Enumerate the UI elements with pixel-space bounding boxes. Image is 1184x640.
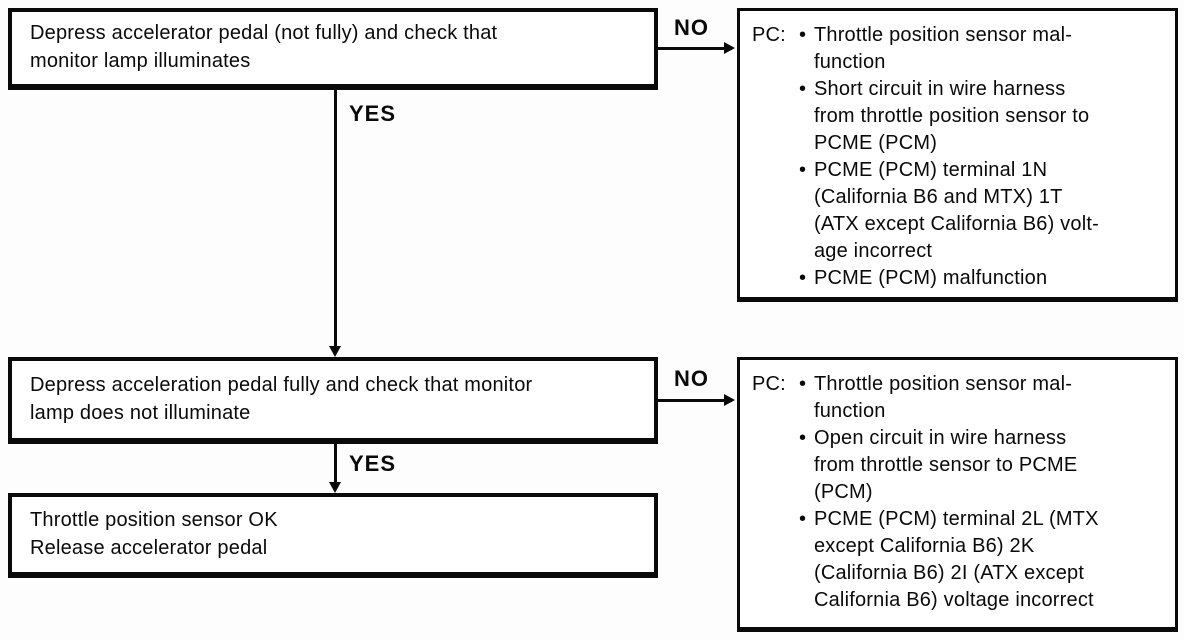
flowchart-step-1: Depress accelerator pedal (not fully) an… — [8, 8, 658, 90]
pc-list-item: • Open circuit in wire harness from thro… — [799, 425, 1167, 506]
no-connector-line-2 — [658, 399, 732, 402]
pc-item-text: PCME (PCM) terminal 2L (MTX except Calif… — [813, 508, 1099, 611]
pc-item-text: Throttle position sensor mal- function — [813, 24, 1073, 73]
pc-prefix-2: PC: — [752, 373, 786, 395]
pc-list-item: • PCME (PCM) terminal 1N (California B6 … — [799, 157, 1167, 265]
pc-list-item: • Throttle position sensor mal- function — [799, 371, 1167, 425]
bullet-icon: • — [798, 508, 806, 530]
arrowhead-down-1-icon — [329, 346, 341, 357]
bullet-icon: • — [798, 24, 806, 46]
no-label-2: NO — [674, 366, 709, 391]
result-ok-text: Throttle position sensor OK Release acce… — [30, 508, 278, 559]
pc-list-item: • Throttle position sensor mal- function — [799, 22, 1167, 76]
flowchart-result-ok: Throttle position sensor OK Release acce… — [8, 493, 658, 578]
no-connector-line-1 — [658, 47, 732, 50]
pc-result-box-2: PC: • Throttle position sensor mal- func… — [737, 357, 1178, 632]
pc-item-list-2: • Throttle position sensor mal- function… — [799, 371, 1167, 614]
pc-result-box-1: PC: • Throttle position sensor mal- func… — [737, 8, 1178, 302]
pc-prefix-1: PC: — [752, 24, 786, 46]
pc-item-text: Open circuit in wire harness from thrott… — [813, 427, 1078, 503]
arrowhead-right-2-icon — [724, 394, 735, 406]
pc-item-text: Short circuit in wire harness from throt… — [813, 78, 1090, 154]
pc-list-item: • PCME (PCM) terminal 2L (MTX except Cal… — [799, 506, 1167, 614]
yes-label-2: YES — [349, 451, 397, 476]
bullet-icon: • — [798, 159, 806, 181]
flowchart-step-2: Depress acceleration pedal fully and che… — [8, 357, 658, 444]
arrowhead-right-1-icon — [724, 42, 735, 54]
arrowhead-down-2-icon — [329, 482, 341, 493]
yes-connector-line-1 — [334, 90, 337, 347]
yes-connector-line-2 — [334, 444, 337, 485]
pc-item-text: Throttle position sensor mal- function — [813, 373, 1073, 422]
bullet-icon: • — [798, 78, 806, 100]
pc-item-text: PCME (PCM) terminal 1N (California B6 an… — [813, 159, 1099, 262]
no-label-1: NO — [674, 15, 709, 40]
yes-label-1: YES — [349, 101, 397, 126]
bullet-icon: • — [798, 427, 806, 449]
pc-list-item: • Short circuit in wire harness from thr… — [799, 76, 1167, 157]
step-1-text: Depress accelerator pedal (not fully) an… — [30, 22, 498, 72]
pc-item-list-1: • Throttle position sensor mal- function… — [799, 22, 1167, 292]
pc-list-item: • PCME (PCM) malfunction — [799, 265, 1167, 292]
pc-item-text: PCME (PCM) malfunction — [813, 267, 1048, 289]
bullet-icon: • — [798, 373, 806, 395]
step-2-text: Depress acceleration pedal fully and che… — [30, 373, 533, 424]
bullet-icon: • — [798, 267, 806, 289]
